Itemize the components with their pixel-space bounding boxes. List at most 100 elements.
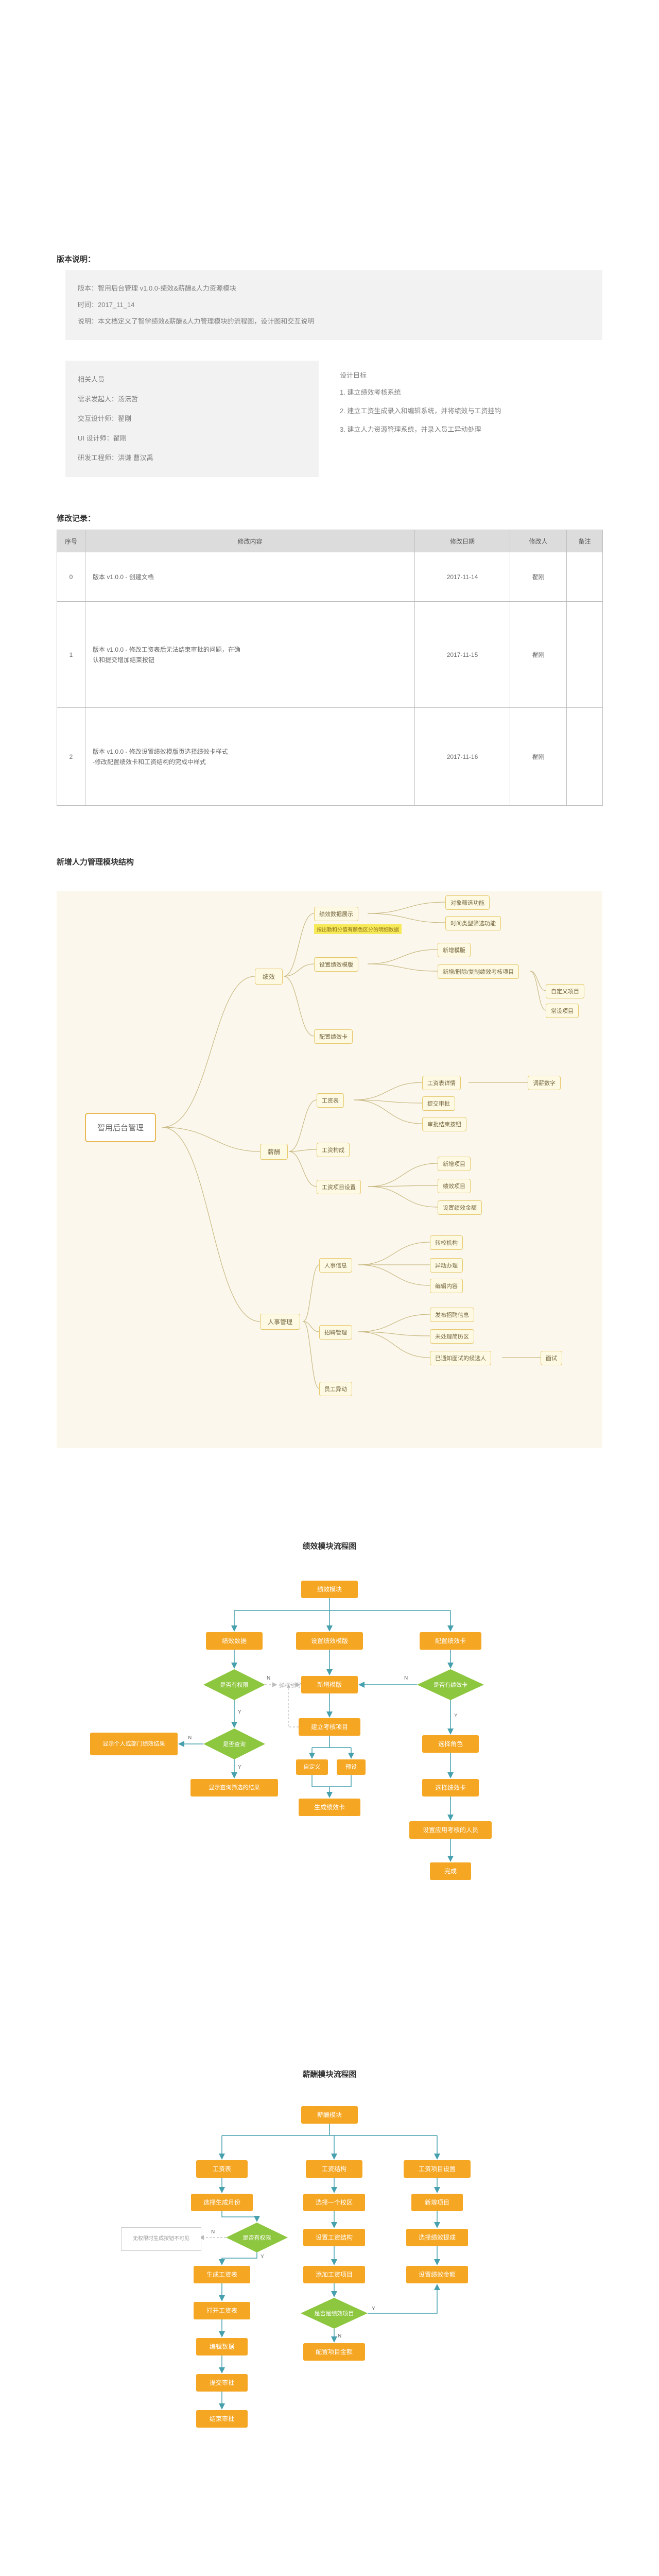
flow1-select-card: 选择绩效卡: [422, 1779, 479, 1797]
flow2-edit-data: 编辑数据: [196, 2338, 248, 2355]
cell-no: 1: [57, 601, 85, 708]
mindmap-node-salary-table: 工资表: [317, 1093, 344, 1108]
flow2-title: 薪酬模块流程图: [302, 2070, 357, 2079]
flow2-salary-table: 工资表: [196, 2160, 248, 2178]
cell-date: 2017-11-16: [414, 707, 510, 806]
goal-item: 2. 建立工资生成录入和编辑系统，并将绩效与工资挂钩: [340, 407, 501, 415]
table-row: 2 版本 v1.0.0 - 修改设置绩效模版页选择绩效卡样式 -修改配置绩效卡和…: [57, 707, 603, 806]
flow1-show-dept-result: 显示个人或部门绩效结果: [90, 1733, 178, 1755]
mindmap-node-salary-detail: 工资表详情: [422, 1076, 461, 1090]
mindmap-node-perf-data: 绩效数据展示: [314, 907, 358, 921]
mindmap-node-staff-change: 员工异动: [319, 1382, 352, 1396]
cell-date: 2017-11-15: [414, 601, 510, 708]
mindmap-connectors: [162, 902, 546, 1389]
cell-date: 2017-11-14: [414, 552, 510, 602]
mindmap-root-node: 智用后台管理: [85, 1113, 157, 1142]
revision-section-title: 修改记录：: [57, 514, 96, 523]
flow1-label-y: Y: [238, 1765, 241, 1770]
col-header: 备注: [566, 530, 603, 552]
version-note-box: 版本：智用后台管理 v1.0.0-绩效&薪酬&人力资源模块 时间：2017_11…: [65, 270, 602, 340]
table-row: 0 版本 v1.0.0 - 创建文档 2017-11-14 翟刚: [57, 552, 603, 602]
flow1-preset-item: 预设: [337, 1759, 366, 1775]
cell-person: 翟刚: [510, 552, 567, 602]
cell-person: 翟刚: [510, 707, 567, 806]
mindmap-canvas: 智用后台管理 绩效 绩效数据展示 按出勤和分值有颜色区分的明细数据 对象筛选功能…: [57, 891, 602, 1448]
flow1-label-n: N: [188, 1735, 192, 1741]
flow2-label-y: Y: [261, 2254, 264, 2260]
cell-content: 版本 v1.0.0 - 创建文档: [85, 552, 415, 602]
flow2-item-settings: 工资项目设置: [404, 2160, 471, 2178]
performance-flowchart: 绩效模块流程图: [57, 1525, 602, 1927]
personnel-title: 相关人员: [78, 376, 105, 383]
flow2-label-n: N: [211, 2229, 215, 2235]
flow2-select-campus: 选择一个校区: [303, 2194, 365, 2211]
mindmap-node-new-item: 新增项目: [438, 1157, 471, 1171]
flow1-generate-card: 生成绩效卡: [299, 1799, 360, 1816]
mindmap-node-custom-item: 自定义项目: [546, 984, 584, 998]
flow1-toast-hint: 弹框引导: [279, 1683, 302, 1689]
flow2-end-approve: 结束审批: [196, 2410, 248, 2428]
mindmap-node-config-card: 配置绩效卡: [314, 1029, 353, 1044]
flow2-set-struct: 设置工资结构: [303, 2229, 365, 2246]
flow1-decision-query: 是否查询: [203, 1728, 265, 1759]
mindmap-node-submit-approve: 提交审批: [422, 1096, 455, 1111]
flow2-salary-struct: 工资结构: [306, 2160, 362, 2178]
revision-table-wrap: 序号 修改内容 修改日期 修改人 备注 0 版本 v1.0.0 - 创建文档 2…: [57, 530, 603, 806]
cell-note: [566, 601, 603, 708]
flow1-label-y: Y: [454, 1713, 458, 1719]
mindmap-node-salary-item-set: 工资项目设置: [317, 1180, 361, 1194]
flow1-new-template: 新增模版: [301, 1676, 358, 1693]
col-header: 序号: [57, 530, 85, 552]
flow1-title: 绩效模块流程图: [302, 1542, 357, 1551]
version-line: 版本：智用后台管理 v1.0.0-绩效&薪酬&人力资源模块: [78, 284, 236, 292]
mindmap-node-object-filter: 对象筛选功能: [445, 895, 490, 910]
mindmap-node-new-template: 新增模版: [438, 943, 471, 957]
col-header: 修改人: [510, 530, 567, 552]
mindmap-node-adjust-number: 调薪数字: [528, 1076, 561, 1090]
table-header-row: 序号 修改内容 修改日期 修改人 备注: [57, 530, 603, 552]
flow2-open-table: 打开工资表: [194, 2302, 250, 2319]
personnel-box: 相关人员 需求发起人：汤沄哲 交互设计师：翟刚 UI 设计师：翟刚 研发工程师：…: [65, 361, 319, 477]
cell-note: [566, 552, 603, 602]
mindmap-node-set-perf-amount: 设置绩效金额: [438, 1200, 482, 1215]
mindmap-node-preset-item: 常设项目: [546, 1004, 579, 1018]
mindmap-node-edit-content: 编辑内容: [430, 1279, 463, 1293]
cell-no: 2: [57, 707, 85, 806]
flow1-label-y: Y: [238, 1709, 241, 1715]
mindmap-branch-salary: 薪酬: [260, 1144, 288, 1160]
flow1-label-n: N: [267, 1675, 271, 1681]
mindmap-node-set-template: 设置绩效模版: [314, 957, 358, 972]
mindmap-node-recruit: 招聘管理: [319, 1325, 352, 1340]
mindmap-node-crud-items: 新增/删除/复制绩效考核项目: [438, 964, 519, 979]
flow1-decision-permission: 是否有权限: [203, 1669, 265, 1700]
cell-person: 翟刚: [510, 601, 567, 708]
flow1-root: 绩效模块: [301, 1581, 358, 1598]
mindmap-node-perf-item: 绩效项目: [438, 1179, 471, 1193]
flow2-generate-table: 生成工资表: [194, 2266, 250, 2283]
mindmap-node-interview: 面试: [541, 1351, 562, 1365]
goal-item: 3. 建立人力资源管理系统，并录入员工异动处理: [340, 426, 481, 433]
mindmap-branch-performance: 绩效: [255, 969, 283, 985]
flow2-label-y: Y: [372, 2306, 375, 2312]
goal-item: 1. 建立绩效考核系统: [340, 388, 401, 396]
flow1-set-template: 设置绩效模版: [296, 1632, 363, 1650]
flow1-decision-has-card: 是否有绩效卡: [417, 1669, 484, 1700]
col-header: 修改日期: [414, 530, 510, 552]
mindmap-node-resume-done: 已通知面试的候选人: [430, 1351, 491, 1365]
revision-table: 序号 修改内容 修改日期 修改人 备注 0 版本 v1.0.0 - 创建文档 2…: [57, 530, 603, 806]
flow2-label-n: N: [338, 2333, 342, 2339]
description-line: 说明：本文档定义了智学绩效&薪酬&人力管理模块的流程图，设计图和交互说明: [78, 317, 315, 325]
mindmap-branch-hr: 人事管理: [260, 1314, 301, 1330]
flow1-show-query-result: 显示查询筛选的结果: [190, 1779, 278, 1797]
cell-content: 版本 v1.0.0 - 修改设置绩效模版页选择绩效卡样式 -修改配置绩效卡和工资…: [85, 707, 415, 806]
cell-no: 0: [57, 552, 85, 602]
mindmap-node-change-handle: 异动办理: [430, 1258, 463, 1273]
flow2-select-month: 选择生成月份: [191, 2194, 253, 2211]
mindmap-node-time-filter: 时间类型筛选功能: [445, 916, 501, 930]
flow2-decision-perf-item: 是否是绩效项目: [301, 2298, 368, 2329]
flow2-set-amount: 设置绩效金额: [406, 2266, 468, 2283]
personnel-line: UI 设计师：翟刚: [78, 434, 127, 442]
mindmap-highlight-note: 按出勤和分值有颜色区分的明细数据: [314, 924, 402, 934]
flow1-set-people: 设置应用考核的人员: [409, 1821, 492, 1839]
mindmap-node-transfer-org: 转校机构: [430, 1235, 463, 1250]
